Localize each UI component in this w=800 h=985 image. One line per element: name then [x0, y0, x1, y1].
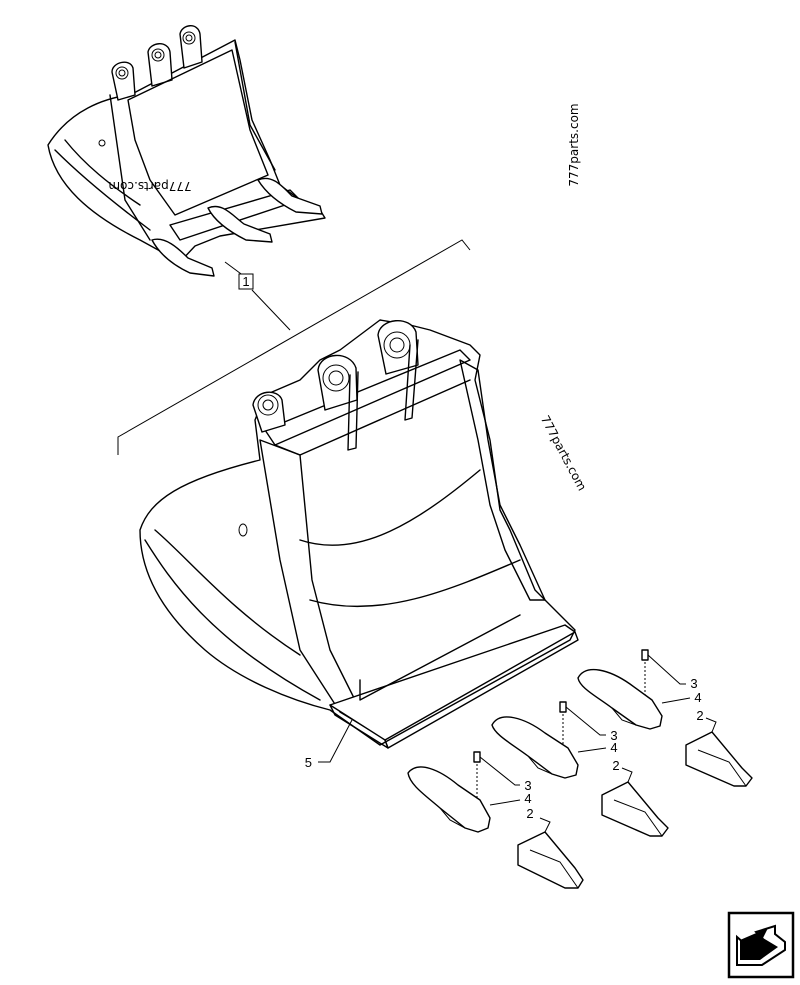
callout-4-label-2: 4	[610, 740, 617, 755]
adapter-1	[407, 766, 491, 833]
watermark-upper-left: 777parts.com	[108, 179, 191, 193]
watermark-upper-right: 777parts.com	[567, 103, 581, 186]
callout-4-label-1: 4	[524, 791, 531, 806]
callout-3-label-3: 3	[690, 676, 697, 691]
adapter-2	[491, 716, 579, 779]
tooth-set-1: 3 4 2	[407, 751, 584, 889]
next-page-arrow-icon[interactable]	[727, 911, 795, 979]
callout-3-label-1: 3	[524, 778, 531, 793]
large-bucket-body	[139, 319, 579, 749]
tooth-tip-1	[517, 831, 584, 889]
tooth-tip-2	[601, 781, 669, 837]
callout-5-label: 5	[305, 755, 312, 770]
pin-1	[473, 751, 481, 763]
callout-3-label-2: 3	[610, 728, 617, 743]
callout-1-group: 1	[117, 239, 471, 455]
small-bucket-assembly	[47, 25, 326, 277]
callout-1-label: 1	[242, 274, 249, 289]
adapter-3	[577, 669, 663, 730]
callout-4-label-3: 4	[694, 690, 701, 705]
callout-2-label-3: 2	[696, 708, 703, 723]
watermark-middle-right: 777parts.com	[538, 413, 589, 493]
callout-5-group: 5	[305, 719, 353, 770]
tooth-tip-3	[685, 731, 753, 787]
tooth-set-2: 3 4 2	[491, 701, 669, 837]
pin-3	[641, 649, 649, 661]
tooth-set-3: 3 4 2	[577, 649, 753, 787]
callout-2-label-1: 2	[526, 806, 533, 821]
callout-2-label-2: 2	[612, 758, 619, 773]
pin-2	[559, 701, 567, 713]
